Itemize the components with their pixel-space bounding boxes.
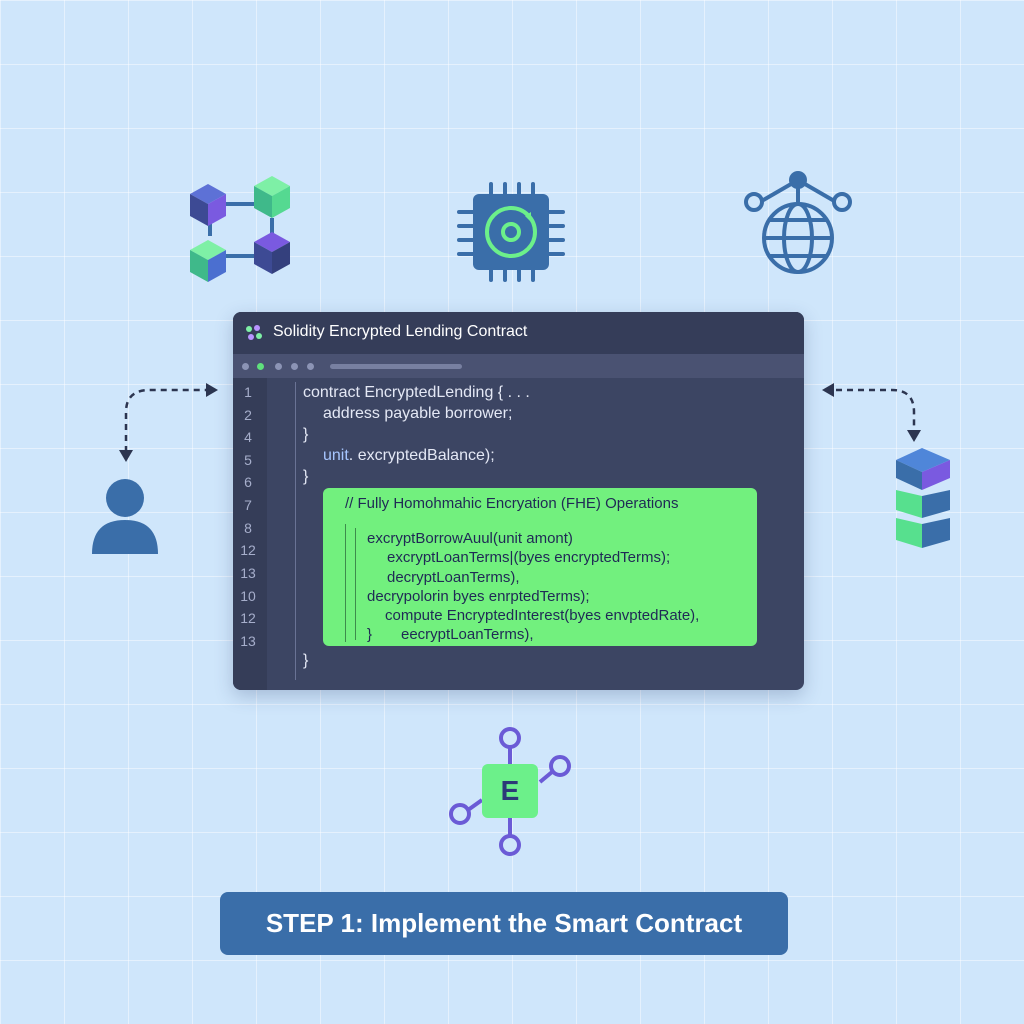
fhe-code-line[interactable]: compute EncryptedInterest(byes envptedRa… bbox=[385, 607, 700, 624]
editor-tab[interactable] bbox=[330, 364, 462, 369]
step-banner: STEP 1: Implement the Smart Contract bbox=[220, 892, 788, 955]
line-number: 13 bbox=[240, 633, 256, 649]
editor-titlebar: Solidity Encrypted Lending Contract bbox=[233, 312, 804, 354]
fhe-code-line[interactable]: } bbox=[367, 626, 373, 643]
indent-guide bbox=[345, 524, 346, 642]
processor-chip-icon bbox=[455, 182, 567, 282]
code-line[interactable]: unit. excryptedBalance); bbox=[323, 447, 495, 465]
line-number: 10 bbox=[240, 588, 256, 604]
blockchain-cubes-icon bbox=[186, 174, 298, 286]
indent-guide bbox=[295, 382, 296, 680]
editor-tab-bar bbox=[233, 354, 804, 378]
code-line[interactable]: } bbox=[303, 426, 309, 443]
line-number: 4 bbox=[244, 429, 252, 445]
line-number: 8 bbox=[244, 520, 252, 536]
line-number: 1 bbox=[244, 384, 252, 400]
editor-title: Solidity Encrypted Lending Contract bbox=[273, 323, 528, 340]
window-control-dot[interactable] bbox=[275, 363, 282, 370]
window-control-dot[interactable] bbox=[307, 363, 314, 370]
line-number: 2 bbox=[244, 407, 252, 423]
code-keyword: unit bbox=[323, 447, 349, 464]
fhe-code-line[interactable]: eecryptLoanTerms), bbox=[401, 626, 534, 643]
user-icon bbox=[90, 476, 160, 556]
indent-guide bbox=[355, 528, 356, 640]
line-number: 12 bbox=[240, 610, 256, 626]
left-connector-arrow-icon bbox=[114, 378, 224, 462]
window-control-dot[interactable] bbox=[291, 363, 298, 370]
fhe-code-line[interactable]: excryptBorrowAuul(unit amont) bbox=[367, 530, 573, 547]
fhe-code-line[interactable]: decrypolorin byes enrptedTerms); bbox=[367, 588, 590, 605]
window-control-dot[interactable] bbox=[242, 363, 249, 370]
step-label: STEP 1: Implement the Smart Contract bbox=[265, 908, 743, 938]
line-number: 7 bbox=[244, 497, 252, 513]
code-line[interactable]: address payable borrower; bbox=[323, 405, 513, 422]
window-control-dot[interactable] bbox=[257, 363, 264, 370]
line-number: 5 bbox=[244, 452, 252, 468]
fhe-operations-block: // Fully Homohmahic Encryation (FHE) Ope… bbox=[323, 488, 757, 646]
code-line[interactable]: contract EncryptedLending { . . . bbox=[303, 384, 530, 401]
line-number: 13 bbox=[240, 565, 256, 581]
network-globe-icon bbox=[742, 168, 854, 280]
line-number: 6 bbox=[244, 474, 252, 490]
code-editor-window: Solidity Encrypted Lending Contract 1 2 … bbox=[233, 312, 804, 690]
line-number: 12 bbox=[240, 542, 256, 558]
code-text: . excryptedBalance); bbox=[348, 447, 495, 464]
node-network-icon: E bbox=[446, 724, 578, 860]
database-stack-icon bbox=[892, 446, 954, 552]
solidity-logo-icon bbox=[245, 325, 263, 346]
line-number-gutter bbox=[233, 378, 267, 690]
fhe-code-line[interactable]: decryptLoanTerms), bbox=[387, 569, 520, 586]
fhe-code-line[interactable]: excryptLoanTerms|(byes encryptedTerms); bbox=[387, 549, 671, 566]
code-line[interactable]: } bbox=[303, 468, 309, 485]
code-line[interactable]: } bbox=[303, 652, 309, 669]
right-connector-arrow-icon bbox=[818, 378, 928, 444]
fhe-comment[interactable]: // Fully Homohmahic Encryation (FHE) Ope… bbox=[345, 495, 679, 512]
encryption-badge-letter: E bbox=[500, 775, 520, 806]
